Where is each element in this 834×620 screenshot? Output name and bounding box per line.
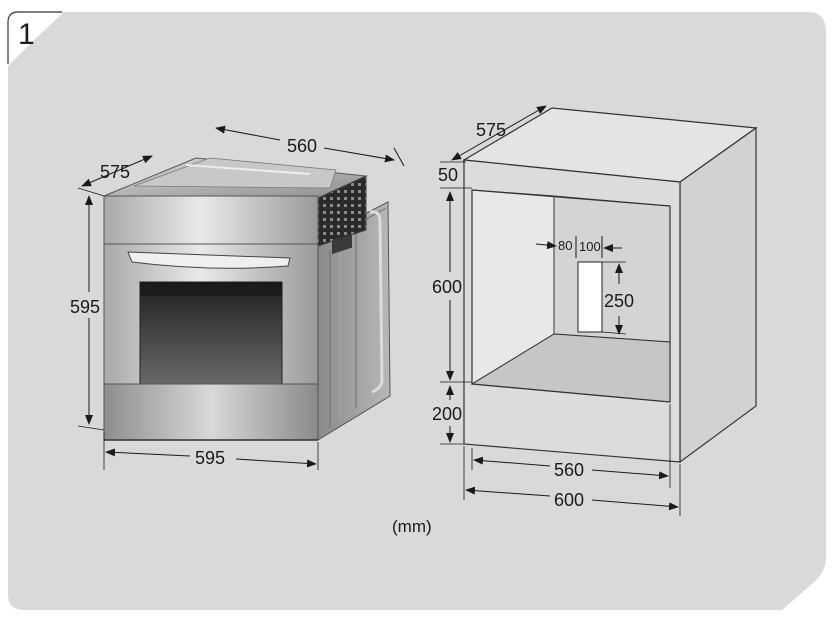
cabinet-depth-label: 575 [476, 120, 506, 140]
oven-dimensions: 575 560 595 595 [70, 125, 405, 470]
cabinet-bottom-height-label: 200 [432, 404, 462, 424]
cabinet-illustration [462, 107, 758, 464]
oven-depth-label: 575 [100, 162, 130, 182]
oven-height-label: 595 [70, 297, 100, 317]
cabinet-niche-height-label: 600 [432, 277, 462, 297]
cabinet-top-gap-label: 50 [438, 165, 458, 185]
cabinet-outer-width-label: 600 [554, 490, 584, 510]
cabinet-inner-width-label: 560 [554, 460, 584, 480]
step-number: 1 [18, 18, 35, 51]
step-number-tab: 1 [7, 11, 62, 64]
vent-width-label: 100 [579, 239, 601, 254]
oven-width-bottom-label: 595 [195, 448, 225, 468]
vent-offset-label: 80 [558, 238, 572, 253]
oven-illustration [103, 157, 391, 441]
vent-height-label: 250 [604, 291, 634, 311]
cabinet-dimensions: 575 50 600 200 80 100 250 560 [432, 105, 681, 516]
oven-width-top-label: 560 [287, 136, 317, 156]
unit-label: (mm) [392, 517, 432, 536]
